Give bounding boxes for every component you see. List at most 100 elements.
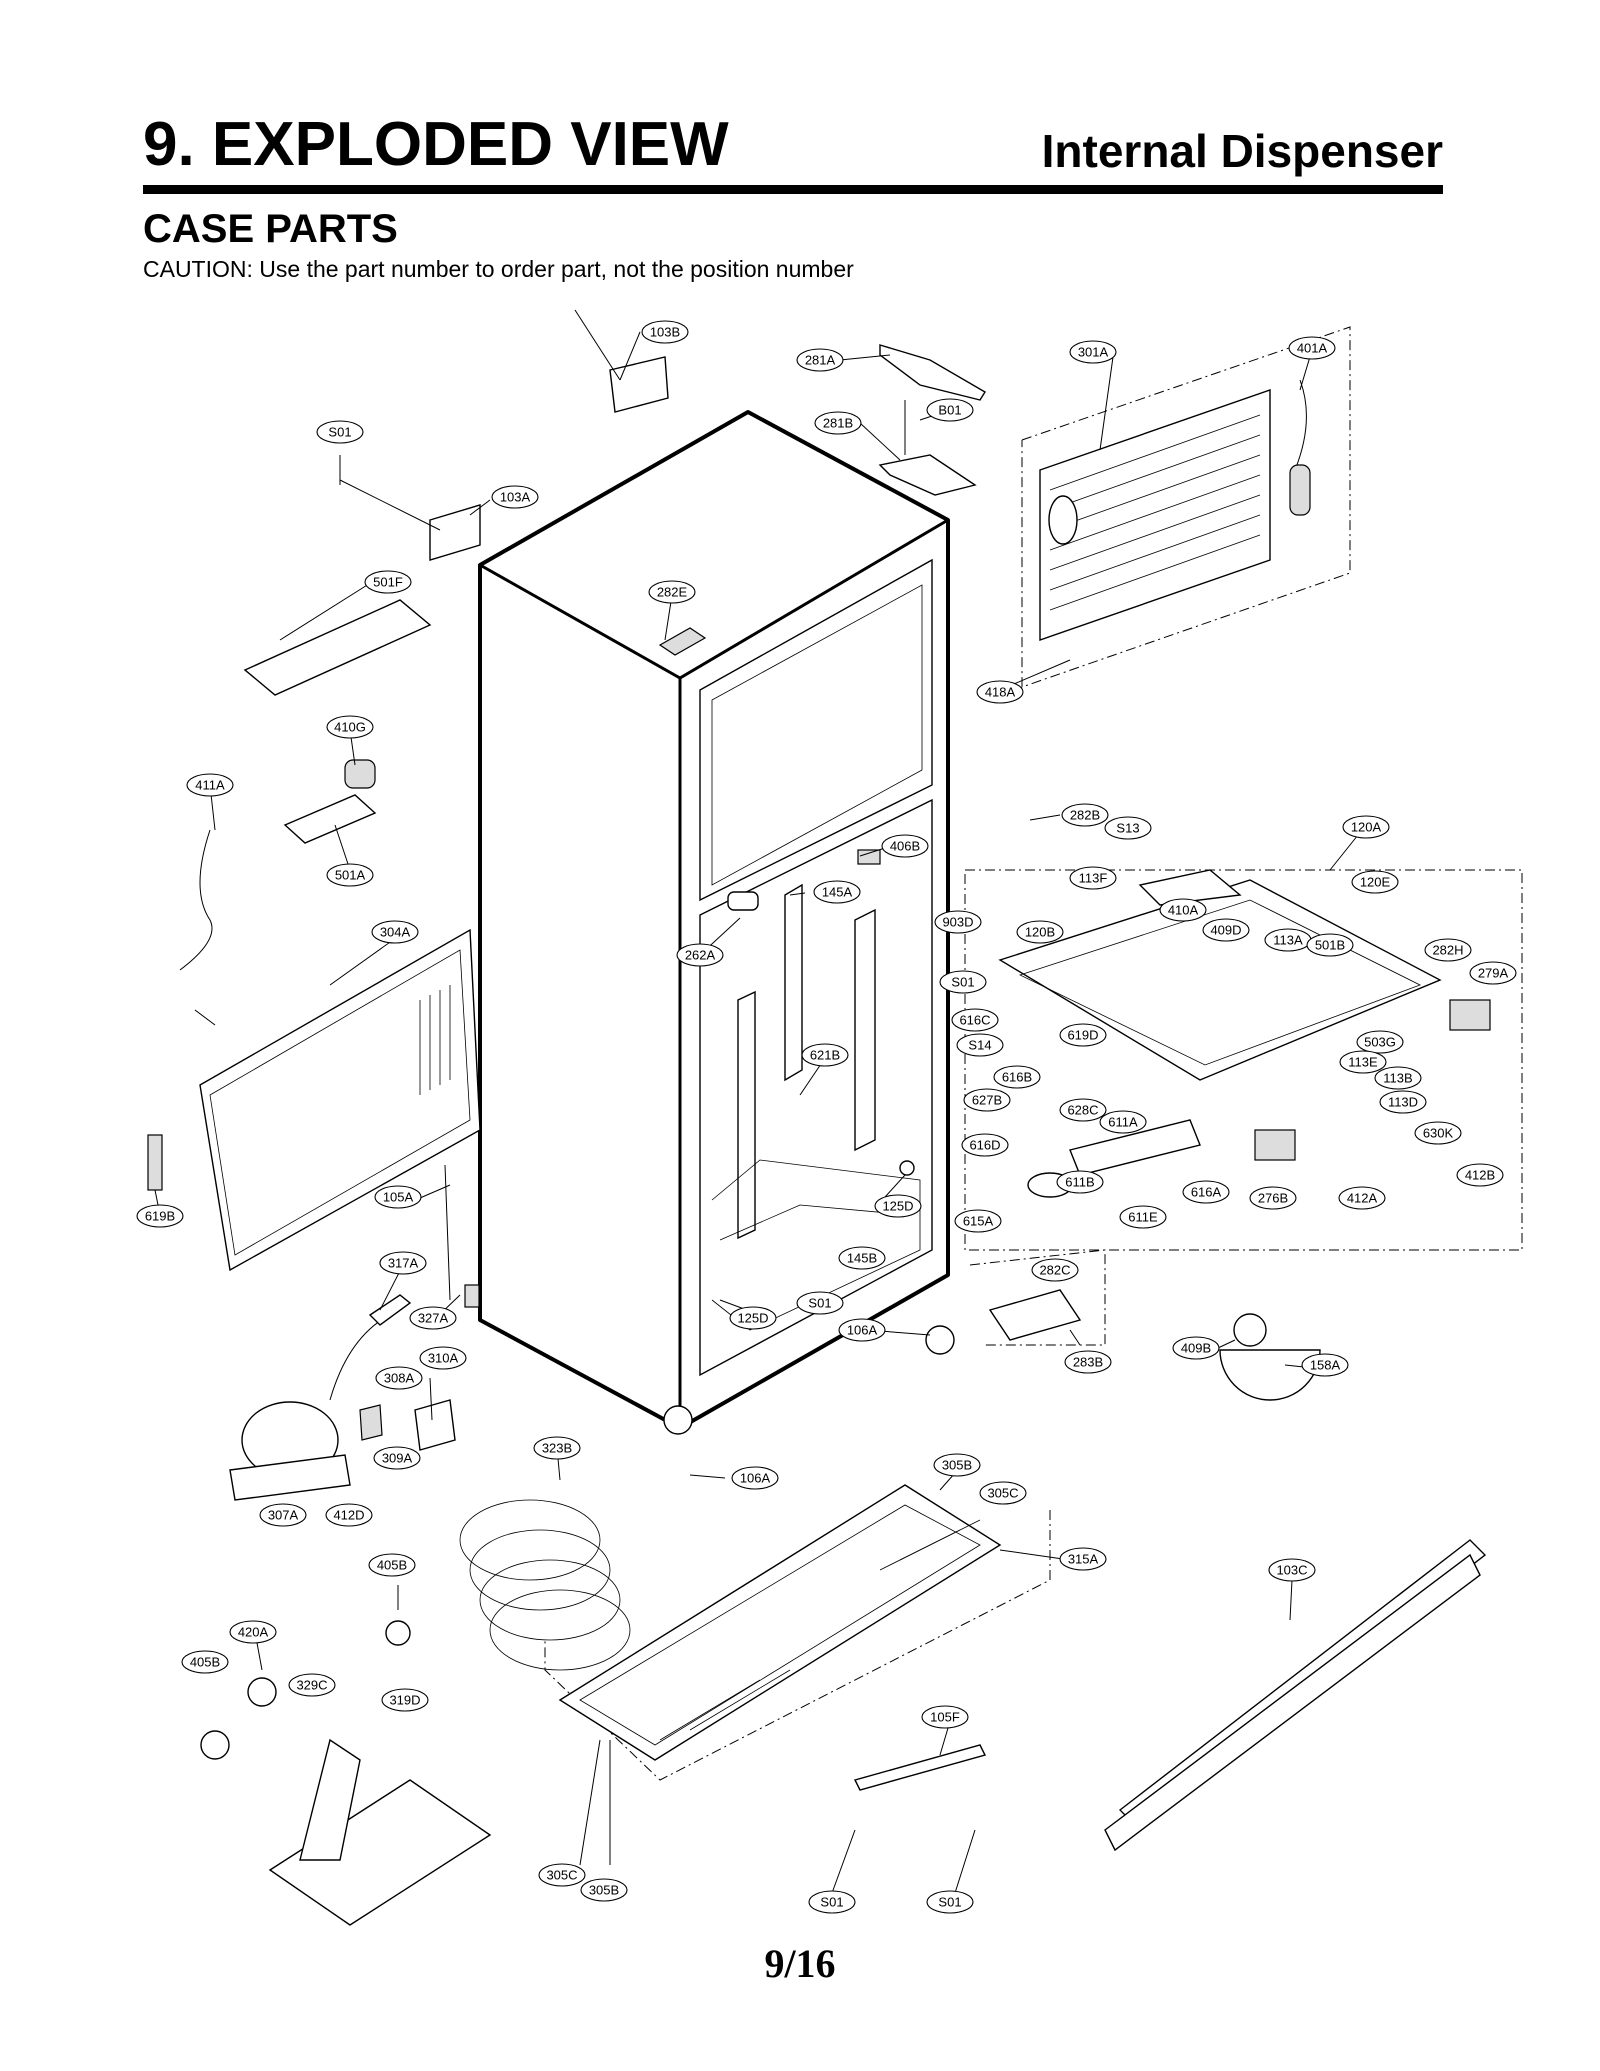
refrigerator-cabinet bbox=[478, 410, 950, 1430]
callout-text: 113E bbox=[1348, 1055, 1378, 1070]
callout-text: 401A bbox=[1297, 341, 1328, 356]
callout-282c: 282C bbox=[1031, 1258, 1079, 1282]
callout-bubble bbox=[796, 1291, 844, 1315]
callout-145a: 145A bbox=[813, 880, 861, 904]
callout-bubble bbox=[814, 411, 862, 435]
callout-text: 615A bbox=[963, 1214, 994, 1229]
callout-text: B01 bbox=[938, 403, 961, 418]
callout-text: 103B bbox=[650, 325, 680, 340]
callout-276b: 276B bbox=[1249, 1186, 1297, 1210]
callout-text: 409D bbox=[1210, 923, 1241, 938]
callout-158a: 158A bbox=[1301, 1353, 1349, 1377]
callout-text: 281A bbox=[805, 353, 836, 368]
callout-409d: 409D bbox=[1202, 918, 1250, 942]
callout-text: 627B bbox=[972, 1093, 1002, 1108]
callout-bubble bbox=[1356, 1030, 1404, 1054]
callout-bubble bbox=[881, 834, 929, 858]
callout-bubble bbox=[838, 1246, 886, 1270]
callout-bubble bbox=[371, 920, 419, 944]
callout-317a: 317A bbox=[379, 1251, 427, 1275]
callout-text: 282B bbox=[1070, 808, 1100, 823]
callout-bubble bbox=[1059, 1023, 1107, 1047]
callout-bubble bbox=[939, 970, 987, 994]
callout-text: 282H bbox=[1432, 943, 1463, 958]
callout-309a: 309A bbox=[373, 1446, 421, 1470]
callout-bubble bbox=[1338, 1186, 1386, 1210]
callout-bubble bbox=[326, 863, 374, 887]
dispenser-group-parts bbox=[988, 869, 1491, 1401]
callout-113a: 113A bbox=[1264, 928, 1312, 952]
callout-bubble bbox=[801, 1043, 849, 1067]
callout-305c: 305C bbox=[979, 1481, 1027, 1505]
callout-113b: 113B bbox=[1374, 1066, 1422, 1090]
callout-bubble bbox=[1379, 1090, 1427, 1114]
callout-410a: 410A bbox=[1159, 898, 1207, 922]
callout-s13: S13 bbox=[1104, 816, 1152, 840]
top-hinge-parts bbox=[339, 309, 986, 561]
callout-text: 113B bbox=[1383, 1071, 1412, 1086]
callout-bubble bbox=[933, 1453, 981, 1477]
page-title: 9. EXPLODED VIEW bbox=[143, 110, 729, 179]
callout-text: 305C bbox=[546, 1868, 577, 1883]
callout-text: 410G bbox=[334, 720, 366, 735]
callout-bubble bbox=[533, 1436, 581, 1460]
callout-text: 113F bbox=[1079, 871, 1108, 886]
callout-text: 106A bbox=[847, 1323, 878, 1338]
callout-125d: 125D bbox=[729, 1306, 777, 1330]
callout-bubble bbox=[1374, 1066, 1422, 1090]
callout-bubble bbox=[796, 348, 844, 372]
callout-412a: 412A bbox=[1338, 1186, 1386, 1210]
callout-text: S01 bbox=[328, 425, 351, 440]
callout-bubble bbox=[813, 880, 861, 904]
callout-s01: S01 bbox=[796, 1291, 844, 1315]
callout-text: 420A bbox=[238, 1625, 269, 1640]
callout-bubble bbox=[1456, 1163, 1504, 1187]
callout-bubble bbox=[954, 1209, 1002, 1233]
callout-bubble bbox=[808, 1890, 856, 1914]
callout-bubble bbox=[325, 1503, 373, 1527]
callout-bubble bbox=[1104, 816, 1152, 840]
page-number: 9/16 bbox=[764, 1941, 836, 1986]
callout-627b: 627B bbox=[963, 1088, 1011, 1112]
callout-text: 105A bbox=[383, 1190, 414, 1205]
callout-501a: 501A bbox=[326, 863, 374, 887]
callout-bubble bbox=[1288, 336, 1336, 360]
evaporator bbox=[1039, 379, 1311, 641]
callout-bubble bbox=[729, 1306, 777, 1330]
callout-bubble bbox=[181, 1650, 229, 1674]
callout-text: 304A bbox=[380, 925, 411, 940]
callout-text: 412A bbox=[1347, 1191, 1378, 1206]
callout-301a: 301A bbox=[1069, 340, 1117, 364]
section-heading: CASE PARTS bbox=[143, 207, 398, 251]
compressor-parts bbox=[200, 1284, 631, 1926]
callout-628c: 628C bbox=[1059, 1098, 1107, 1122]
callout-619b: 619B bbox=[136, 1204, 184, 1228]
callout-bubble bbox=[375, 1366, 423, 1390]
callout-282h: 282H bbox=[1424, 938, 1472, 962]
callout-text: 281B bbox=[823, 416, 853, 431]
callout-text: 619D bbox=[1067, 1028, 1098, 1043]
callout-text: 616A bbox=[1191, 1185, 1222, 1200]
callout-bubble bbox=[921, 1705, 969, 1729]
callout-bubble bbox=[838, 1318, 886, 1342]
callout-bubble bbox=[993, 1065, 1041, 1089]
callout-319d: 319D bbox=[381, 1688, 429, 1712]
callout-b01: B01 bbox=[926, 398, 974, 422]
callout-120a: 120A bbox=[1342, 815, 1390, 839]
callout-bubble bbox=[1059, 1547, 1107, 1571]
callout-text: S01 bbox=[820, 1895, 843, 1910]
callout-283b: 283B bbox=[1064, 1350, 1112, 1374]
callout-bubble bbox=[1306, 933, 1354, 957]
callout-text: 412B bbox=[1465, 1168, 1495, 1183]
callout-106a: 106A bbox=[731, 1466, 779, 1490]
callout-text: 145A bbox=[822, 885, 853, 900]
callout-401a: 401A bbox=[1288, 336, 1336, 360]
callout-305b: 305B bbox=[580, 1878, 628, 1902]
callout-s14: S14 bbox=[956, 1033, 1004, 1057]
callout-327a: 327A bbox=[409, 1306, 457, 1330]
callout-630k: 630K bbox=[1414, 1121, 1462, 1145]
callout-bubble bbox=[1414, 1121, 1462, 1145]
callout-text: 145B bbox=[847, 1251, 877, 1266]
callout-412d: 412D bbox=[325, 1503, 373, 1527]
